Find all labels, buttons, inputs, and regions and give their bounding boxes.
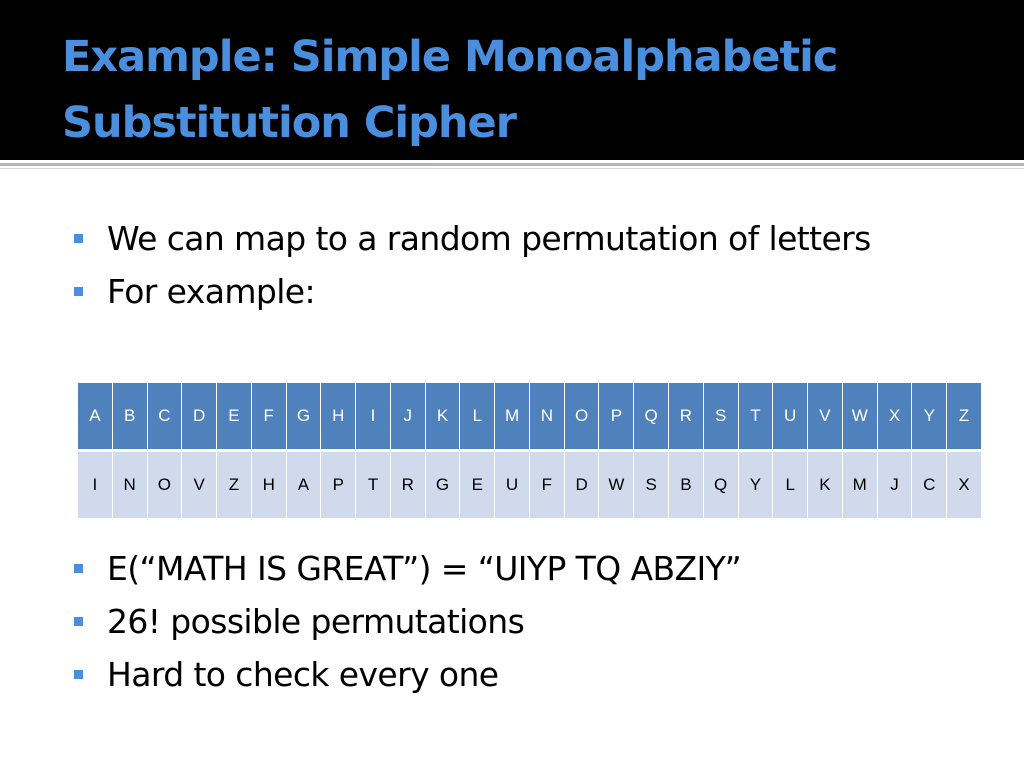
ciphertext-cell: L — [772, 450, 809, 519]
ciphertext-cell: A — [285, 450, 322, 519]
ciphertext-cell: K — [807, 450, 843, 519]
ciphertext-cell: N — [111, 450, 148, 519]
ciphertext-cell: D — [563, 450, 600, 519]
plaintext-cell: Q — [633, 382, 670, 451]
ciphertext-cell: T — [355, 450, 391, 519]
square-bullet-icon — [74, 564, 83, 573]
plaintext-cell: Z — [946, 382, 982, 451]
square-bullet-icon — [74, 670, 83, 679]
plaintext-cell: W — [841, 382, 878, 451]
plaintext-cell: G — [285, 382, 322, 451]
plaintext-cell: A — [77, 382, 113, 451]
plaintext-cell: P — [598, 382, 635, 451]
plaintext-cell: J — [389, 382, 426, 451]
bullet-item: 26! possible permutations — [72, 595, 972, 648]
ciphertext-cell: C — [911, 450, 948, 519]
ciphertext-cell: Y — [737, 450, 774, 519]
ciphertext-cell: S — [633, 450, 670, 519]
plaintext-cell: H — [320, 382, 357, 451]
ciphertext-cell: B — [668, 450, 704, 519]
title-bar: Example: Simple Monoalphabetic Substitut… — [0, 0, 1024, 160]
ciphertext-cell: G — [424, 450, 461, 519]
bullet-text: 26! possible permutations — [107, 602, 525, 641]
plaintext-cell: S — [702, 382, 739, 451]
bullet-list-bottom: E(“MATH IS GREAT”) = “UIYP TQ ABZIY” 26!… — [72, 542, 972, 701]
title-divider-thin — [0, 168, 1024, 169]
ciphertext-cell: H — [250, 450, 287, 519]
bullet-item: Hard to check every one — [72, 648, 972, 701]
bullet-item: E(“MATH IS GREAT”) = “UIYP TQ ABZIY” — [72, 542, 972, 595]
square-bullet-icon — [74, 617, 83, 626]
plaintext-cell: T — [737, 382, 774, 451]
ciphertext-cell: P — [320, 450, 357, 519]
plaintext-cell: C — [146, 382, 183, 451]
square-bullet-icon — [74, 234, 83, 243]
ciphertext-cell: E — [459, 450, 496, 519]
ciphertext-cell: R — [389, 450, 426, 519]
ciphertext-cell: U — [494, 450, 530, 519]
plaintext-cell: X — [876, 382, 913, 451]
plaintext-cell: F — [250, 382, 287, 451]
slide-title-line-1: Example: Simple Monoalphabetic — [62, 32, 838, 82]
slide-title: Example: Simple Monoalphabetic Substitut… — [62, 24, 1002, 156]
ciphertext-cell: F — [528, 450, 565, 519]
bullet-list-top: We can map to a random permutation of le… — [72, 212, 972, 318]
plaintext-cell: U — [772, 382, 809, 451]
plaintext-cell: I — [355, 382, 391, 451]
plaintext-cell: V — [807, 382, 843, 451]
plaintext-cell: O — [563, 382, 600, 451]
ciphertext-cell: X — [946, 450, 982, 519]
plaintext-cell: R — [668, 382, 704, 451]
title-divider — [0, 163, 1024, 166]
plaintext-cell: M — [494, 382, 530, 451]
bullet-text: Hard to check every one — [107, 655, 499, 694]
bullet-item: For example: — [72, 265, 972, 318]
square-bullet-icon — [74, 287, 83, 296]
ciphertext-cell: Z — [216, 450, 252, 519]
ciphertext-cell: V — [181, 450, 218, 519]
plaintext-cell: K — [424, 382, 461, 451]
ciphertext-cell: J — [876, 450, 913, 519]
bullet-text: We can map to a random permutation of le… — [107, 219, 871, 258]
plaintext-cell: B — [111, 382, 148, 451]
bullet-item: We can map to a random permutation of le… — [72, 212, 972, 265]
bullet-text: E(“MATH IS GREAT”) = “UIYP TQ ABZIY” — [107, 549, 742, 588]
ciphertext-cell: Q — [702, 450, 739, 519]
plaintext-cell: L — [459, 382, 496, 451]
plaintext-cell: N — [528, 382, 565, 451]
plaintext-cell: E — [216, 382, 252, 451]
bullet-text: For example: — [107, 272, 316, 311]
slide-title-line-2: Substitution Cipher — [62, 98, 517, 148]
ciphertext-cell: I — [77, 450, 113, 519]
ciphertext-cell: W — [598, 450, 635, 519]
plaintext-cell: Y — [911, 382, 948, 451]
ciphertext-cell: M — [841, 450, 878, 519]
ciphertext-cell: O — [146, 450, 183, 519]
plaintext-cell: D — [181, 382, 218, 451]
